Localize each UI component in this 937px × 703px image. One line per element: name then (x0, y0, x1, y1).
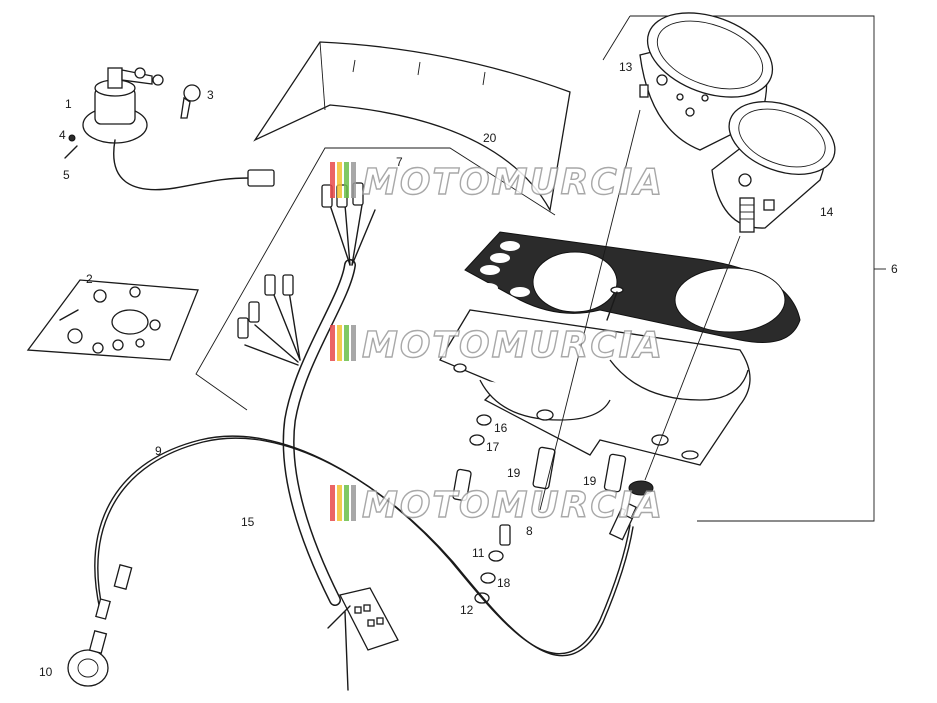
gauge-mounting-bracket (439, 309, 751, 466)
callout-19b: 19 (583, 474, 597, 488)
callout-18: 18 (497, 576, 511, 590)
callout-6: 6 (891, 262, 898, 276)
ignition-switch (64, 67, 275, 191)
watermark-stripe (351, 162, 356, 198)
callout-12: 12 (460, 603, 474, 617)
watermark-stripe (351, 325, 356, 361)
callout-14: 14 (820, 205, 834, 219)
watermark-stripe (344, 485, 349, 521)
callout-9: 9 (155, 444, 162, 458)
callout-10: 10 (39, 665, 53, 679)
watermark-stripe (330, 325, 335, 361)
rubber-spacers (452, 446, 654, 546)
callout-1: 1 (65, 97, 72, 111)
callout-2: 2 (86, 272, 93, 286)
callout-5: 5 (63, 168, 70, 182)
speedometer-cable (67, 435, 638, 687)
watermark-text: MOTOMURCIA (362, 162, 664, 203)
watermark-stripe (337, 485, 342, 521)
callout-7: 7 (396, 155, 403, 169)
group-7-bracket (195, 147, 556, 411)
watermark-stripe (330, 162, 335, 198)
gauge-gasket (464, 231, 801, 343)
callout-4: 4 (59, 128, 66, 142)
key-icon (134, 67, 201, 119)
callout-11: 11 (472, 546, 485, 560)
callout-19a: 19 (507, 466, 521, 480)
callout-15: 15 (241, 515, 255, 529)
callout-16: 16 (494, 421, 508, 435)
watermark-stripe (337, 162, 342, 198)
parts-bag (26, 279, 199, 361)
watermark-stripe (330, 485, 335, 521)
watermark-instance: MOTOMURCIA (330, 484, 664, 527)
callout-13: 13 (619, 60, 633, 74)
watermark-stripe (337, 325, 342, 361)
watermark-stripe (344, 162, 349, 198)
instrument-cover (253, 41, 571, 212)
speedometer (711, 101, 836, 233)
watermark-stripe (344, 325, 349, 361)
watermark: MOTOMURCIA MOTOMURCIA MOTOMURCIA (330, 161, 664, 527)
callout-8: 8 (526, 524, 533, 538)
screw (606, 286, 624, 321)
callout-17: 17 (486, 440, 500, 454)
watermark-instance: MOTOMURCIA (330, 324, 664, 367)
watermark-stripe (351, 485, 356, 521)
group-6-bracket (602, 15, 886, 522)
callout-labels: 1 2 3 4 5 6 7 8 9 10 11 12 13 14 15 16 1… (39, 60, 898, 679)
callout-3: 3 (207, 88, 214, 102)
wiring-harness (237, 182, 399, 691)
watermark-text: MOTOMURCIA (362, 325, 664, 366)
callout-20: 20 (483, 131, 497, 145)
watermark-instance: MOTOMURCIA (330, 161, 664, 204)
watermark-text: MOTOMURCIA (362, 485, 664, 526)
leader-lines (539, 109, 741, 511)
